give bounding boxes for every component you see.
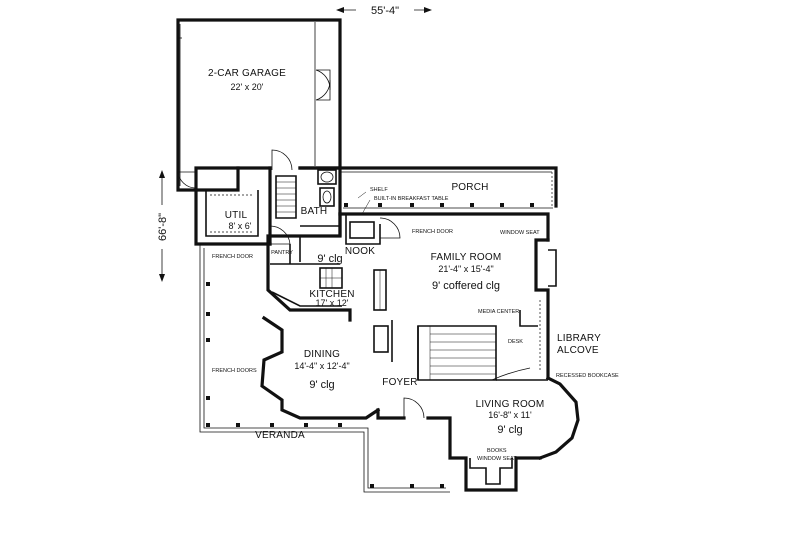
porch-name: PORCH [451, 182, 488, 193]
width-dimension: 55'-4" [336, 3, 432, 17]
kitchen-name: KITCHEN [309, 289, 354, 300]
note-breakfast-table: BUILT-IN BREAKFAST TABLE [374, 196, 449, 202]
kitchen-size: 17' x 12' [316, 298, 349, 308]
annotation-notes: SHELF BUILT-IN BREAKFAST TABLE FRENCH DO… [212, 187, 619, 462]
note-window-seat-family: WINDOW SEAT [500, 230, 540, 236]
garage [176, 18, 342, 192]
depth-dimension: 66'-8" [155, 170, 169, 282]
interior-walls [270, 214, 557, 485]
living-room-size: 16'-8" x 11' [488, 410, 532, 420]
veranda-name: VERANDA [255, 430, 305, 441]
nook-ceiling: 9' clg [317, 253, 342, 265]
bath-name: BATH [301, 206, 328, 217]
note-recessed-bookcase: RECESSED BOOKCASE [556, 373, 619, 379]
note-window-seat-living: WINDOW SEAT [477, 456, 517, 462]
note-media-center: MEDIA CENTER [478, 309, 519, 315]
family-room-ceiling: 9' coffered clg [432, 280, 500, 292]
garage-size: 22' x 20' [231, 82, 264, 92]
veranda [199, 244, 450, 493]
living-room-ceiling: 9' clg [497, 424, 522, 436]
note-desk: DESK [508, 339, 523, 345]
exterior-walls [260, 212, 580, 492]
library-line1: LIBRARY [557, 333, 601, 344]
note-shelf: SHELF [370, 187, 388, 193]
dining-name: DINING [304, 349, 340, 360]
living-room-name: LIVING ROOM [476, 399, 545, 410]
note-french-doors-dining: FRENCH DOORS [212, 368, 257, 374]
pantry-name: PANTRY [271, 250, 293, 256]
dining-ceiling: 9' clg [309, 379, 334, 391]
note-french-door-family: FRENCH DOOR [412, 229, 453, 235]
service-block [194, 166, 342, 246]
util-size: 8' x 6' [229, 221, 252, 231]
library-line2: ALCOVE [557, 345, 599, 356]
nook-name: NOOK [345, 246, 375, 257]
note-books: BOOKS [487, 448, 507, 454]
family-room-size: 21'-4" x 15'-4" [438, 264, 493, 274]
family-room-name: FAMILY ROOM [431, 252, 502, 263]
width-dimension-label: 55'-4" [371, 5, 399, 17]
depth-dimension-label: 66'-8" [157, 213, 169, 241]
util-name: UTIL [225, 210, 248, 221]
dining-size: 14'-4" x 12'-4" [294, 361, 349, 371]
note-french-door-left: FRENCH DOOR [212, 254, 253, 260]
garage-name: 2-CAR GARAGE [208, 68, 286, 79]
room-labels: 2-CAR GARAGE 22' x 20' PORCH BATH UTIL 8… [208, 68, 601, 441]
foyer-name: FOYER [382, 377, 417, 388]
porch [338, 166, 558, 209]
